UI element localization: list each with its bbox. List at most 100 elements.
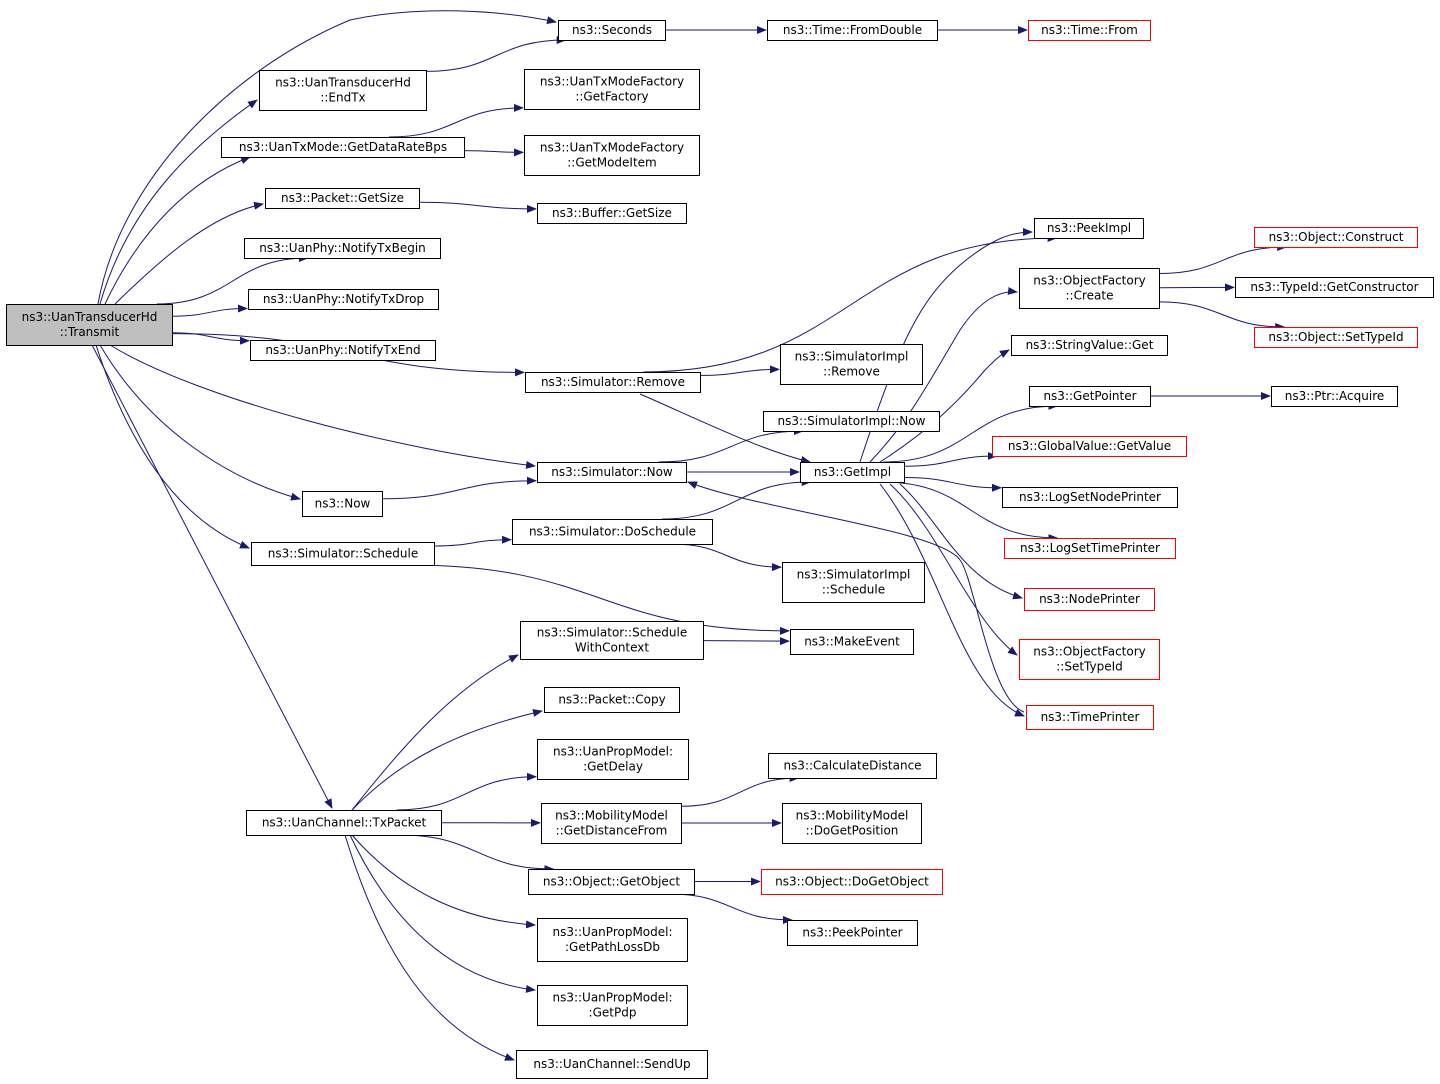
node-box <box>800 462 905 483</box>
node-label: ns3::Seconds <box>572 23 652 37</box>
node-box <box>512 519 713 545</box>
edge-objfactorycreate-to-objconstruct <box>1158 243 1288 274</box>
node-simimplremove[interactable]: ns3::SimulatorImpl::Remove <box>780 344 923 385</box>
edge-txpacket-to-packetcopy <box>351 709 543 811</box>
node-nodeprinter[interactable]: ns3::NodePrinter <box>1024 588 1155 611</box>
node-label: ns3::Now <box>315 497 371 511</box>
node-getimpl[interactable]: ns3::GetImpl <box>800 462 905 483</box>
node-logtimeprinter[interactable]: ns3::LogSetTimePrinter <box>1004 538 1176 559</box>
node-getpathloss[interactable]: ns3::UanPropModel::GetPathLossDb <box>537 918 688 962</box>
node-label: ns3::CalculateDistance <box>783 759 921 773</box>
node-txpacket[interactable]: ns3::UanChannel::TxPacket <box>246 810 442 836</box>
node-box <box>265 188 420 209</box>
node-label: ns3::Simulator::Remove <box>541 375 685 389</box>
node-box <box>992 436 1187 457</box>
node-box <box>1271 386 1398 407</box>
node-packetgetsize[interactable]: ns3::Packet::GetSize <box>265 188 420 209</box>
edge-endtx-to-seconds <box>425 36 567 72</box>
node-label: ns3::UanTransducerHd <box>22 310 158 324</box>
node-dogetposition[interactable]: ns3::MobilityModel::DoGetPosition <box>782 803 922 844</box>
edge-transmit-to-simnow <box>109 344 536 469</box>
node-label: ::GetFactory <box>575 90 648 104</box>
node-label: ns3::ObjectFactory <box>1033 645 1146 659</box>
node-getdistancefrom[interactable]: ns3::MobilityModel::GetDistanceFrom <box>541 803 682 844</box>
edge-transmit-to-notifytxdrop <box>171 304 248 317</box>
node-buffergetsize[interactable]: ns3::Buffer::GetSize <box>537 203 687 224</box>
node-getconstructor[interactable]: ns3::TypeId::GetConstructor <box>1235 277 1434 298</box>
node-settypeid[interactable]: ns3::Object::SetTypeId <box>1254 327 1418 348</box>
node-box <box>302 491 383 517</box>
node-simremove[interactable]: ns3::Simulator::Remove <box>525 372 701 393</box>
node-doschedule[interactable]: ns3::Simulator::DoSchedule <box>512 519 713 545</box>
node-label: ::EndTx <box>320 91 365 105</box>
edge-transmit-to-simschedule <box>95 344 250 549</box>
node-simimplschedule[interactable]: ns3::SimulatorImpl::Schedule <box>782 562 925 603</box>
node-box <box>244 238 441 259</box>
node-notifytxbegin[interactable]: ns3::UanPhy::NotifyTxBegin <box>244 238 441 259</box>
node-calcdistance[interactable]: ns3::CalculateDistance <box>768 753 937 779</box>
node-box <box>1029 386 1151 407</box>
node-label: ns3::MobilityModel <box>555 809 668 823</box>
node-makeevent[interactable]: ns3::MakeEvent <box>790 629 914 655</box>
node-box <box>537 918 688 962</box>
node-objfactorycreate[interactable]: ns3::ObjectFactory::Create <box>1019 268 1160 309</box>
node-timeprinter[interactable]: ns3::TimePrinter <box>1026 705 1154 730</box>
node-ptracquire[interactable]: ns3::Ptr::Acquire <box>1271 386 1398 407</box>
edge-transmit-to-txpacket <box>91 344 333 809</box>
node-fromdouble[interactable]: ns3::Time::FromDouble <box>767 20 938 41</box>
node-now[interactable]: ns3::Now <box>302 491 383 517</box>
node-label: ns3::GlobalValue::GetValue <box>1008 439 1171 453</box>
node-seconds[interactable]: ns3::Seconds <box>558 20 666 41</box>
node-label: ns3::SimulatorImpl::Now <box>778 414 926 428</box>
node-transmit[interactable]: ns3::UanTransducerHd::Transmit <box>6 304 173 346</box>
edge-simschedule-to-makeevent <box>408 564 790 635</box>
node-box <box>1004 538 1176 559</box>
node-sendup[interactable]: ns3::UanChannel::SendUp <box>516 1050 708 1079</box>
node-stringvalueget[interactable]: ns3::StringValue::Get <box>1011 335 1168 356</box>
edge-transmit-to-now <box>99 344 301 501</box>
node-peekpointer[interactable]: ns3::PeekPointer <box>787 920 918 946</box>
node-simnow[interactable]: ns3::Simulator::Now <box>537 462 687 483</box>
node-getfactory[interactable]: ns3::UanTxModeFactory::GetFactory <box>524 69 700 110</box>
node-getdelay[interactable]: ns3::UanPropModel::GetDelay <box>537 739 689 780</box>
node-box <box>767 20 938 41</box>
node-label: ns3::ObjectFactory <box>1033 274 1146 288</box>
node-getpdp[interactable]: ns3::UanPropModel::GetPdp <box>537 985 688 1026</box>
edge-getimpl-to-timeprinter <box>879 483 1025 717</box>
node-box <box>782 562 925 603</box>
node-label: ns3::GetImpl <box>814 465 891 479</box>
node-label: ::Create <box>1066 289 1114 303</box>
node-label: ns3::Object::SetTypeId <box>1268 330 1403 344</box>
node-objfactsettypeid[interactable]: ns3::ObjectFactory::SetTypeId <box>1019 639 1160 680</box>
node-label: :GetPdp <box>589 1006 637 1020</box>
node-box <box>787 920 918 946</box>
node-lognodeprinter[interactable]: ns3::LogSetNodePrinter <box>1002 487 1178 508</box>
node-box <box>780 344 923 385</box>
node-objconstruct[interactable]: ns3::Object::Construct <box>1254 227 1418 248</box>
node-peekimpl[interactable]: ns3::PeekImpl <box>1034 218 1144 239</box>
node-label: ns3::Time::FromDouble <box>783 23 922 37</box>
node-notifytxend[interactable]: ns3::UanPhy::NotifyTxEnd <box>250 340 436 361</box>
node-timefrom[interactable]: ns3::Time::From <box>1028 20 1151 41</box>
node-getobject[interactable]: ns3::Object::GetObject <box>528 869 695 895</box>
node-label: ns3::UanTxMode::GetDataRateBps <box>239 140 447 154</box>
node-getdatarate[interactable]: ns3::UanTxMode::GetDataRateBps <box>221 137 465 158</box>
edge-getimpl-to-nodeprinter <box>899 483 1023 600</box>
node-simschedule[interactable]: ns3::Simulator::Schedule <box>251 542 435 566</box>
node-dogetobject[interactable]: ns3::Object::DoGetObject <box>761 869 943 895</box>
node-box <box>763 411 940 432</box>
node-notifytxdrop[interactable]: ns3::UanPhy::NotifyTxDrop <box>248 289 439 310</box>
node-label: ns3::GetPointer <box>1043 389 1136 403</box>
node-label: :GetDelay <box>583 760 643 774</box>
node-globalvalue[interactable]: ns3::GlobalValue::GetValue <box>992 436 1187 457</box>
node-label: WithContext <box>575 641 650 655</box>
edge-simnow-to-simimplnow <box>658 427 804 463</box>
node-simimplnow[interactable]: ns3::SimulatorImpl::Now <box>763 411 940 432</box>
node-box <box>1019 268 1160 309</box>
node-packetcopy[interactable]: ns3::Packet::Copy <box>544 687 680 713</box>
node-endtx[interactable]: ns3::UanTransducerHd::EndTx <box>259 70 427 111</box>
node-getmodeitem[interactable]: ns3::UanTxModeFactory::GetModeItem <box>524 135 700 176</box>
node-getpointer[interactable]: ns3::GetPointer <box>1029 386 1151 407</box>
